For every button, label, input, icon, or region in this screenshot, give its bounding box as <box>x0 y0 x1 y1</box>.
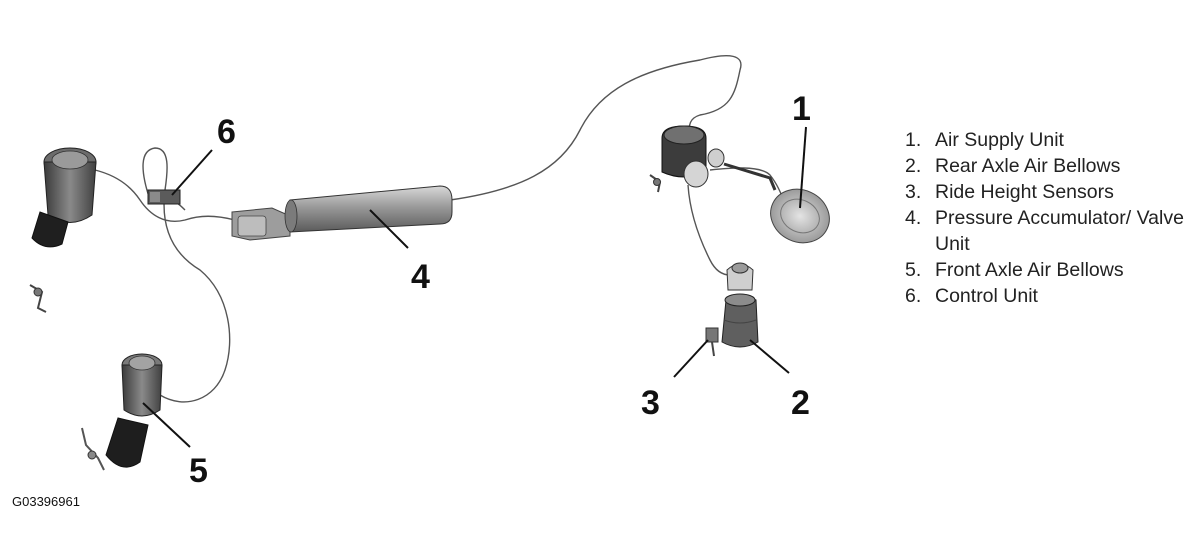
legend-item: 6. Control Unit <box>905 283 1195 309</box>
legend-item: 2. Rear Axle Air Bellows <box>905 153 1195 179</box>
legend-number: 4. <box>905 207 922 229</box>
legend-number: 3. <box>905 181 922 203</box>
legend-label: Air Supply Unit <box>935 129 1064 151</box>
leader-4 <box>369 209 409 249</box>
air-line-control-loop <box>142 147 231 403</box>
legend-label: Control Unit <box>935 285 1038 307</box>
legend: 1. Air Supply Unit 2. Rear Axle Air Bell… <box>905 127 1195 309</box>
leader-lines <box>142 126 807 448</box>
legend-item: 1. Air Supply Unit <box>905 127 1195 153</box>
figure-id: G03396961 <box>12 494 80 509</box>
legend-number: 5. <box>905 259 922 281</box>
legend-label: Ride Height Sensors <box>935 181 1114 203</box>
callout-4: 4 <box>411 258 430 296</box>
legend-item: 5. Front Axle Air Bellows <box>905 257 1195 283</box>
legend-item: 3. Ride Height Sensors <box>905 179 1195 205</box>
legend-item: 4. Pressure Accumulator/ Valve Unit <box>905 205 1195 257</box>
callout-3: 3 <box>641 384 660 422</box>
rear-air-bellows <box>721 262 759 348</box>
callout-5: 5 <box>189 452 208 490</box>
legend-number: 2. <box>905 155 922 177</box>
callout-6: 6 <box>217 113 236 151</box>
legend-number: 1. <box>905 129 922 151</box>
air-supply-unit <box>661 125 830 244</box>
leader-2 <box>749 339 790 374</box>
air-line-main <box>449 54 742 201</box>
callout-1: 1 <box>792 90 811 128</box>
air-line-front-upper <box>94 169 236 222</box>
front-air-bellows-left <box>31 147 97 248</box>
leader-6 <box>171 149 213 196</box>
leader-1 <box>799 126 807 209</box>
legend-label: Front Axle Air Bellows <box>935 259 1124 281</box>
legend-label: Pressure Accumulator/ Valve Unit <box>935 207 1184 255</box>
legend-label: Rear Axle Air Bellows <box>935 155 1121 177</box>
ride-height-sensor-rear-upper <box>649 174 662 193</box>
leader-3 <box>673 339 709 378</box>
ride-height-sensor-front-left <box>29 284 47 313</box>
ride-height-sensor-rear <box>705 327 719 357</box>
callout-2: 2 <box>791 384 810 422</box>
air-line-rear <box>687 184 731 276</box>
front-air-bellows-right <box>105 353 163 468</box>
ride-height-sensor-front-right <box>81 427 105 471</box>
leader-5 <box>142 402 191 448</box>
air-lines <box>94 54 786 403</box>
pressure-accumulator <box>231 185 453 241</box>
legend-number: 6. <box>905 285 922 307</box>
